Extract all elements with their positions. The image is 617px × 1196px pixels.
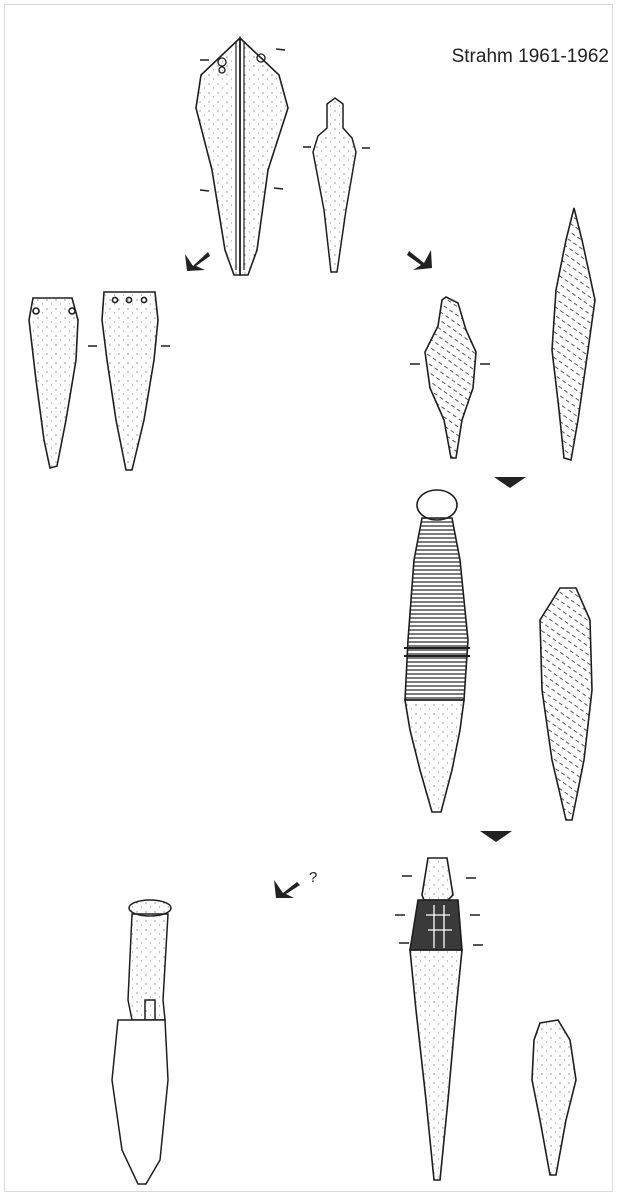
arrow-uncertain xyxy=(274,880,300,898)
dagger-flat-left-b xyxy=(88,292,170,470)
uncertain-mark: ? xyxy=(309,869,317,886)
flint-dagger-mid xyxy=(540,588,592,820)
dagger-flat-left-a xyxy=(29,298,78,468)
triangle-marker-1 xyxy=(494,477,526,488)
hilted-dagger xyxy=(404,490,470,812)
flint-dagger-long xyxy=(552,208,595,460)
dagger-hafted-left xyxy=(112,900,171,1184)
flint-dagger-tanged xyxy=(410,297,490,458)
dagger-wrapped-hilt xyxy=(395,858,483,1180)
arrow-down-left xyxy=(185,252,210,271)
triangle-marker-2 xyxy=(480,831,512,842)
arrow-down-right xyxy=(407,250,432,270)
flint-dagger-small xyxy=(532,1020,576,1175)
dagger-top-small xyxy=(303,98,370,272)
dagger-top-large xyxy=(196,38,288,275)
